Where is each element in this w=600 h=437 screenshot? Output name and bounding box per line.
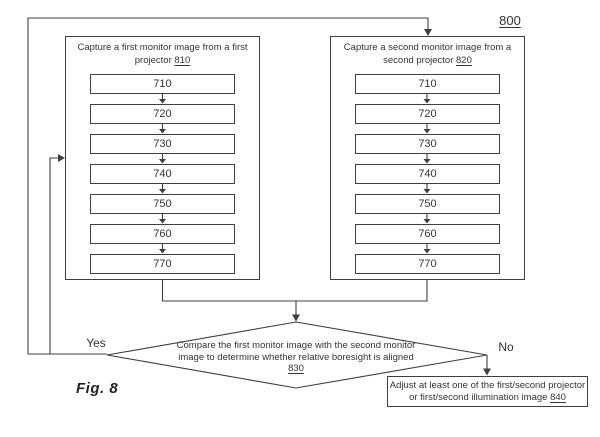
adjust-line2-text: or first/second illumination image	[409, 391, 548, 403]
arrowhead-into-second-box	[424, 29, 432, 36]
left-step-arrowhead	[159, 159, 166, 164]
adjust-line2: or first/second illumination image 840	[388, 392, 587, 404]
yes-label: Yes	[86, 336, 106, 350]
left-feedback-connector	[49, 157, 58, 354]
right-step-750: 750	[355, 194, 500, 214]
decision-line2: image to determine whether relative bore…	[178, 351, 414, 363]
decision-text: Compare the first monitor image with the…	[146, 340, 446, 375]
step-label: 730	[153, 138, 172, 150]
capture-first-title: Capture a first monitor image from a fir…	[66, 37, 259, 67]
left-step-arrowhead	[159, 99, 166, 104]
ref-820: 820	[456, 55, 472, 66]
right-step-740: 740	[355, 164, 500, 184]
figure-ref-label: 800	[482, 13, 538, 28]
step-label: 710	[153, 78, 172, 90]
title-line1: Capture a first monitor image from a fir…	[77, 42, 248, 53]
arrowhead-into-first-box	[58, 154, 65, 162]
title-line2-text: second projector	[383, 55, 454, 66]
left-step-750: 750	[90, 194, 235, 214]
title-line2: projector 810	[66, 54, 259, 67]
right-step-710: 710	[355, 74, 500, 94]
step-label: 770	[153, 258, 172, 270]
decision-ref: 830	[146, 363, 446, 375]
left-step-arrowhead	[159, 189, 166, 194]
left-step-720: 720	[90, 104, 235, 124]
adjust-line1: Adjust at least one of the first/second …	[389, 380, 586, 391]
right-step-720: 720	[355, 104, 500, 124]
left-step-760: 760	[90, 224, 235, 244]
step-label: 720	[153, 108, 172, 120]
adjust-text: Adjust at least one of the first/second …	[388, 377, 587, 403]
title-line2: second projector 820	[331, 54, 524, 67]
step-label: 770	[418, 258, 437, 270]
left-step-arrowhead	[159, 129, 166, 134]
right-step-arrowhead	[423, 249, 431, 254]
top-feedback-connector	[27, 17, 429, 354]
left-step-730: 730	[90, 134, 235, 154]
right-step-arrowhead	[423, 159, 431, 164]
right-step-arrowhead	[423, 189, 431, 194]
right-step-arrowhead	[423, 219, 431, 224]
step-label: 750	[153, 198, 172, 210]
left-step-710: 710	[90, 74, 235, 94]
step-label: 760	[153, 228, 172, 240]
left-step-740: 740	[90, 164, 235, 184]
step-label: 720	[418, 108, 437, 120]
decision-diamond	[106, 321, 488, 389]
ref-810: 810	[174, 55, 191, 66]
right-step-arrowhead	[423, 99, 431, 104]
step-label: 750	[418, 198, 437, 210]
capture-second-image-box: Capture a second monitor image from a se…	[330, 36, 525, 280]
ref-840: 840	[550, 391, 566, 403]
step-label: 740	[153, 168, 172, 180]
left-step-arrowhead	[159, 249, 166, 254]
title-line1: Capture a second monitor image from a	[343, 42, 512, 53]
left-step-arrowhead	[159, 219, 166, 224]
left-step-770: 770	[90, 254, 235, 274]
figure-caption: Fig. 8	[76, 380, 119, 397]
arrowhead-into-decision	[292, 314, 300, 322]
right-step-760: 760	[355, 224, 500, 244]
title-line2-text: projector	[134, 55, 172, 66]
figure-ref-number: 800	[499, 13, 521, 28]
step-label: 710	[418, 78, 437, 90]
step-label: 730	[418, 138, 437, 150]
capture-first-image-box: Capture a first monitor image from a fir…	[65, 36, 260, 280]
right-step-770: 770	[355, 254, 500, 274]
step-label: 760	[418, 228, 437, 240]
merge-connector	[161, 280, 428, 302]
right-step-730: 730	[355, 134, 500, 154]
step-label: 740	[418, 168, 437, 180]
decision-line1: Compare the first monitor image with the…	[176, 340, 416, 351]
ref-830: 830	[288, 363, 304, 374]
arrowhead-into-adjust-box	[483, 368, 491, 376]
capture-second-title: Capture a second monitor image from a se…	[331, 37, 524, 67]
right-step-arrowhead	[423, 129, 431, 134]
adjust-box: Adjust at least one of the first/second …	[387, 376, 588, 407]
no-label: No	[498, 340, 514, 354]
